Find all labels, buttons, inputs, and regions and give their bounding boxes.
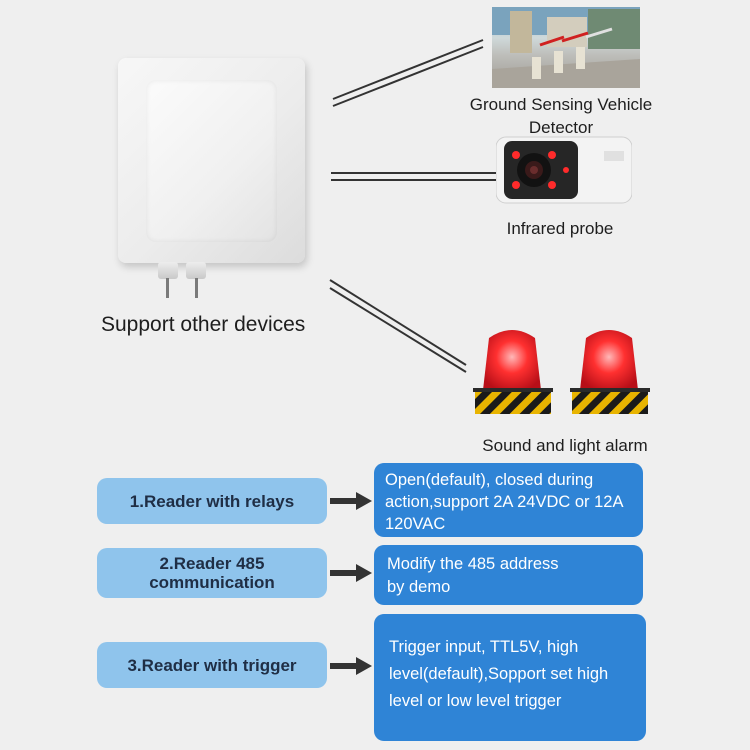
ground-sensing-label: Ground Sensing Vehicle Detector [469, 95, 653, 137]
trigger-description: Trigger input, TTL5V, high level(default… [374, 614, 646, 741]
line-ground-sensing-2 [332, 46, 484, 107]
infrared-label: Infrared probe [506, 219, 614, 238]
cable-right [195, 278, 198, 298]
alarm-light-left [473, 330, 553, 414]
line-ground-sensing-1 [332, 39, 484, 100]
communication-485-description: Modify the 485 address by demo [374, 545, 643, 605]
relays-pill: 1.Reader with relays [97, 478, 327, 524]
arrow-right-icon [330, 492, 372, 510]
line-alarm-1 [329, 279, 467, 366]
reader-face [146, 80, 277, 242]
cable-left [166, 278, 169, 298]
alarm-light-right [570, 330, 650, 414]
support-label: Support other devices [101, 313, 306, 336]
alarm-label: Sound and light alarm [482, 436, 648, 455]
communication-485-pill: 2.Reader 485 communication [97, 548, 327, 598]
rfid-reader-device [118, 58, 305, 263]
alarm-lights-icon [473, 330, 650, 414]
arrow-right-icon [330, 657, 372, 675]
trigger-pill: 3.Reader with trigger [97, 642, 327, 688]
infrared-camera-icon [495, 133, 633, 205]
cable-gland-left [158, 262, 178, 279]
parking-barrier-photo [492, 7, 640, 88]
cable-gland-right [186, 262, 206, 279]
arrow-right-icon [330, 564, 372, 582]
relays-description: Open(default), closed during action,supp… [374, 463, 643, 537]
line-alarm-2 [329, 287, 467, 373]
